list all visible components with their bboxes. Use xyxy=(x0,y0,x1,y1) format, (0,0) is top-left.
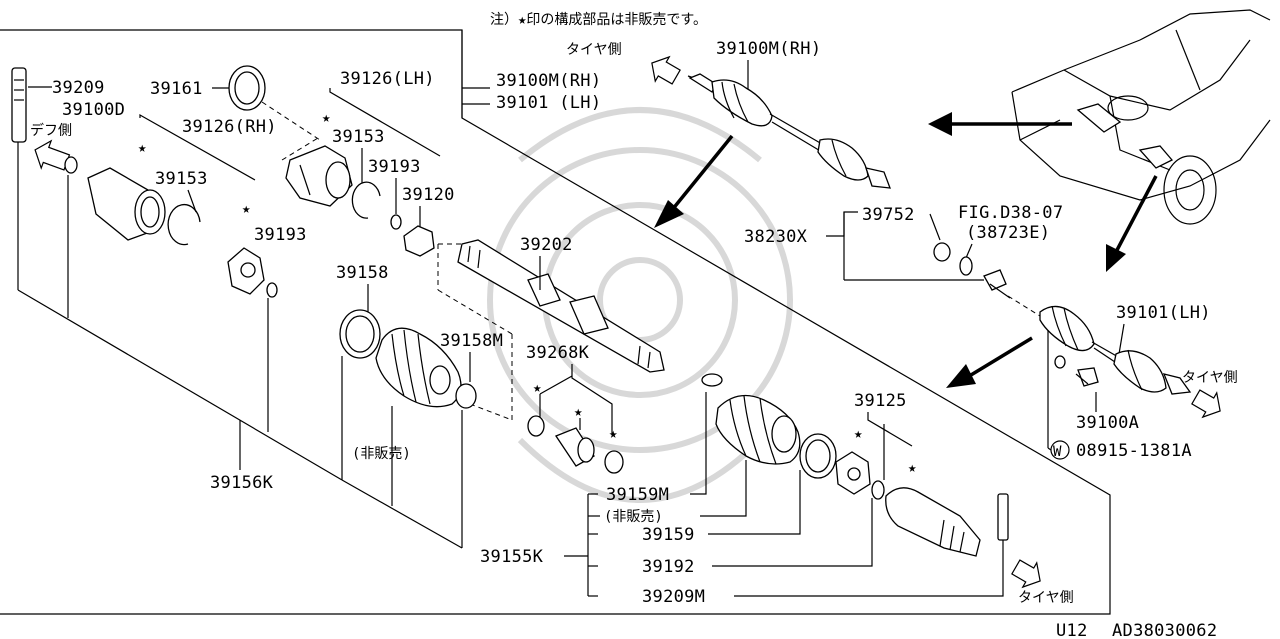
ring-39268a xyxy=(527,415,545,437)
label-39100M-RH-b[interactable]: 39100M(RH) xyxy=(716,39,821,59)
diff-side-arrow-icon xyxy=(34,139,71,171)
label-39209[interactable]: 39209 xyxy=(52,78,105,98)
star-mark: ★ xyxy=(533,380,542,396)
label-39161[interactable]: 39161 xyxy=(150,79,203,99)
star-mark: ★ xyxy=(242,201,251,217)
label-39268K[interactable]: 39268K xyxy=(526,343,590,363)
star-mark: ★ xyxy=(322,110,331,126)
legend-tree xyxy=(564,392,1004,597)
label-39202[interactable]: 39202 xyxy=(520,235,573,255)
label-39209M[interactable]: 39209M xyxy=(642,587,705,607)
collar-39268 xyxy=(555,427,595,467)
label-38230X[interactable]: 38230X xyxy=(744,227,808,247)
direction-arrow-icon xyxy=(946,364,976,388)
caption-tire-side-right: タイヤ側 xyxy=(1182,370,1238,386)
joint-housing xyxy=(87,167,166,241)
boot-band-39159M xyxy=(701,373,723,387)
cv-joint-inner xyxy=(835,451,871,495)
joint-housing-lh xyxy=(285,145,353,207)
driveshaft-rh-assembly xyxy=(688,73,891,189)
spider-39193 xyxy=(227,247,265,295)
label-39159[interactable]: 39159 xyxy=(642,525,695,545)
star-mark: ★ xyxy=(908,460,917,476)
nut-39752 xyxy=(933,242,951,262)
label-08915[interactable]: 08915-1381A xyxy=(1076,441,1192,461)
vehicle-illustration xyxy=(1011,9,1271,225)
leader-39155K-left xyxy=(341,356,463,549)
circlip-39153-lh xyxy=(351,181,381,219)
bolt-39209M xyxy=(997,493,1009,541)
label-39126LH[interactable]: 39126(LH) xyxy=(340,69,435,89)
label-39155K[interactable]: 39155K xyxy=(480,547,544,567)
label-39153b[interactable]: 39153 xyxy=(332,127,385,147)
label-39125[interactable]: 39125 xyxy=(854,391,907,411)
spider-39120 xyxy=(403,225,435,257)
caption-not-sold-b: (非販売) xyxy=(604,509,663,525)
direction-arrow-icon xyxy=(1106,244,1126,272)
label-38723E[interactable]: (38723E) xyxy=(966,223,1050,243)
label-39126RH[interactable]: 39126(RH) xyxy=(182,117,277,137)
outer-joint xyxy=(885,487,981,557)
stud-38230X xyxy=(983,269,1011,299)
label-39752[interactable]: 39752 xyxy=(862,205,915,225)
tire-side-right-arrow-icon xyxy=(1191,389,1221,419)
caption-diff-side: デフ側 xyxy=(30,122,72,139)
star-mark: ★ xyxy=(138,140,147,156)
frame-lines xyxy=(0,29,1111,615)
caption-tire-side-bottom: タイヤ側 xyxy=(1018,590,1074,606)
label-39120[interactable]: 39120 xyxy=(402,185,455,205)
shaft-39202 xyxy=(457,239,665,373)
caption-tire-side-top: タイヤ側 xyxy=(566,42,622,58)
washer-39100A xyxy=(1054,355,1066,369)
star-mark: ★ xyxy=(854,426,863,442)
watermark xyxy=(487,107,793,503)
footer-code: AD38030062 xyxy=(1112,621,1217,639)
label-39192[interactable]: 39192 xyxy=(642,557,695,577)
caption-not-sold-a: (非販売) xyxy=(352,446,411,462)
label-39100M-RH-a[interactable]: 39100M(RH) xyxy=(496,71,601,91)
direction-arrow-icon xyxy=(928,112,952,136)
footer-model: U12 xyxy=(1056,621,1088,639)
direction-arrow-icon xyxy=(654,200,684,228)
label-fig-d38-07[interactable]: FIG.D38-07 xyxy=(958,203,1063,223)
bolt-39209 xyxy=(11,67,27,143)
driveshaft-lh-assembly xyxy=(1039,305,1192,395)
label-39101-LH-a[interactable]: 39101 (LH) xyxy=(496,93,601,113)
label-39153a[interactable]: 39153 xyxy=(155,169,208,189)
label-39193b[interactable]: 39193 xyxy=(368,157,421,177)
snap-ring-lh xyxy=(390,214,402,230)
not-sold-note: 注）★印の構成部品は非販売です。 xyxy=(490,12,707,28)
label-39156K[interactable]: 39156K xyxy=(210,473,274,493)
label-39158M[interactable]: 39158M xyxy=(440,331,503,351)
ring-38723E xyxy=(959,256,973,276)
star-mark: ★ xyxy=(574,404,583,420)
circlip-39192 xyxy=(871,480,885,500)
leader-39156K xyxy=(17,142,343,481)
boot-band-39158M xyxy=(455,383,477,409)
label-39193a[interactable]: 39193 xyxy=(254,225,307,245)
label-39100D[interactable]: 39100D xyxy=(62,100,125,120)
tire-side-arrow-icon xyxy=(1011,559,1041,589)
label-39100A[interactable]: 39100A xyxy=(1076,413,1139,433)
boot-outer xyxy=(715,394,801,465)
label-39158[interactable]: 39158 xyxy=(336,263,389,283)
snap-ring xyxy=(266,282,278,298)
label-39101-LH-b[interactable]: 39101(LH) xyxy=(1116,303,1211,323)
star-mark: ★ xyxy=(609,426,618,442)
ring-part xyxy=(64,156,78,174)
label-39159M[interactable]: 39159M xyxy=(606,485,669,505)
washer-mark-text: W xyxy=(1053,444,1062,460)
ring-39268b xyxy=(604,450,624,474)
bolt-39100A xyxy=(1075,367,1099,387)
tire-side-top-arrow-icon xyxy=(651,55,681,85)
